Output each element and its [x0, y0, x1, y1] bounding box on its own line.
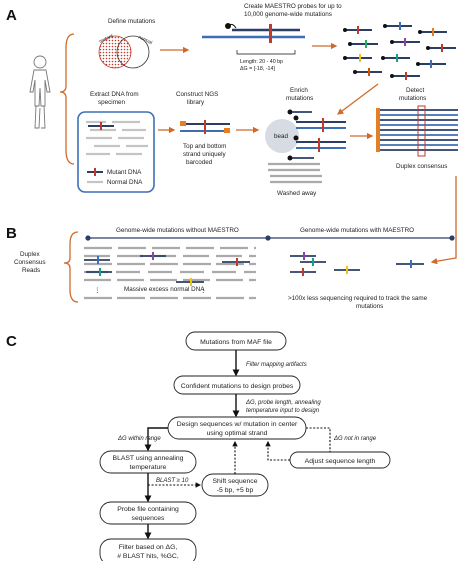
human-figure-icon: [29, 55, 51, 129]
specimen-dna: [86, 120, 148, 184]
reads-without-maestro: ⋮⋮: [84, 246, 256, 300]
create-probes-line2: 10,000 genome-wide mutations: [244, 11, 332, 18]
create-probes-line1: Create MAESTRO probes for up to: [244, 3, 342, 10]
duplex-consensus-stack: [376, 105, 458, 157]
massive-excess-label: Massive excess normal DNA: [124, 286, 205, 293]
text-maf: Mutations from MAF file: [200, 339, 272, 346]
side-label-2: Consensus: [14, 259, 46, 266]
arrow-design-blast: [144, 427, 168, 452]
construct-line2: library: [187, 99, 205, 106]
text-design-1: Design sequences w/ mutation in center: [177, 421, 298, 428]
less-sequencing-line2: mutations: [356, 303, 383, 310]
arrow-design-adjust: [306, 427, 331, 452]
svg-text:⋮: ⋮: [94, 287, 100, 294]
bead-label: bead: [274, 133, 289, 140]
panel-label-a: A: [6, 7, 17, 24]
text-confident: Confident mutations to design probes: [181, 383, 294, 390]
brace-a: [59, 33, 75, 165]
brace-b: [63, 231, 79, 303]
enrich-line1: Enrich: [290, 87, 308, 94]
without-maestro-label: Genome-wide mutations without MAESTRO: [116, 227, 239, 234]
enrich-line2: mutations: [286, 95, 313, 102]
side-label-3: Reads: [22, 267, 40, 274]
text-shift-1: Shift sequence: [213, 478, 258, 485]
label-dg-1: ΔG, probe length, annealing: [245, 400, 321, 406]
arrow-adjust-design: [265, 440, 290, 461]
extract-line2: specimen: [98, 99, 125, 106]
venn-normal-label: normal: [137, 34, 153, 46]
topbottom-line3: barcoded: [186, 159, 213, 166]
text-probe-1: Probe file containing: [117, 506, 179, 513]
probe-length-text: Length: 20 - 40 bp: [240, 59, 283, 65]
text-blast-2: temperature: [130, 464, 167, 471]
probe-illustration: [202, 23, 305, 55]
less-sequencing-line1: >100x less sequencing required to track …: [288, 295, 428, 302]
probe-dg-text: ΔG = [-18, -14]: [240, 66, 275, 72]
reads-with-maestro: [290, 252, 424, 276]
text-design-2: using optimal strand: [207, 430, 268, 437]
venn-mutant: [98, 35, 132, 69]
side-label-1: Duplex: [20, 251, 40, 258]
legend-normal: Normal DNA: [107, 179, 143, 186]
label-blast-cond: BLAST ≥ 10: [156, 478, 189, 484]
connector-a-to-b: [430, 176, 457, 265]
text-probe-2: sequences: [132, 515, 165, 522]
arrow-probes-to-enrich: [336, 83, 379, 115]
text-filter-1: Filter based on ΔG,: [119, 544, 178, 551]
detect-line2: mutations: [399, 95, 426, 102]
topbottom-line1: Top and bottom: [183, 143, 226, 150]
text-adjust: Adjust sequence length: [305, 458, 376, 465]
maestro-bar: [85, 235, 455, 241]
text-shift-2: -5 bp, +5 bp: [217, 487, 254, 494]
box-confident: [173, 375, 301, 395]
with-maestro-label: Genome-wide mutations with MAESTRO: [300, 227, 414, 234]
venn-normal: [116, 35, 150, 69]
define-mutations-label: Define mutations: [108, 18, 155, 25]
panel-label-c: C: [6, 333, 17, 350]
enriched-strands: [268, 109, 346, 184]
washed-away-label: Washed away: [277, 190, 317, 197]
detect-line1: Detect: [406, 87, 424, 94]
bead-icon: [265, 119, 299, 153]
topbottom-line2: strand uniquely: [183, 151, 227, 158]
text-blast-1: BLAST using annealing: [113, 455, 184, 462]
text-filter-2: # BLAST hits, %GC,: [117, 553, 179, 560]
panel-label-b: B: [6, 225, 17, 242]
venn-mutant-label: mutant: [98, 33, 114, 45]
duplex-consensus-label: Duplex consensus: [396, 163, 447, 170]
ngs-library-strand: [180, 120, 230, 134]
probe-set-cluster: [343, 22, 456, 80]
svg-text:⋮: ⋮: [200, 287, 206, 294]
construct-line1: Construct NGS: [176, 91, 218, 98]
label-filter-artifacts: Filter mapping artifacts: [246, 362, 307, 368]
extract-line1: Extract DNA from: [90, 91, 139, 98]
label-dg-2: temperature input to design: [246, 408, 320, 414]
label-dg-not: ΔG not in range: [333, 436, 377, 442]
label-dg-within: ΔG within range: [117, 436, 161, 442]
legend-mutant: Mutant DNA: [107, 169, 142, 176]
